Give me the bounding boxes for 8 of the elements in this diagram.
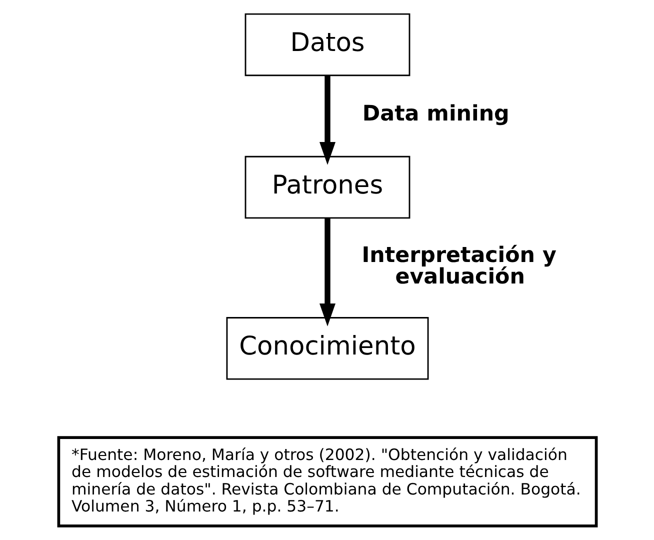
node-box: Patrones xyxy=(244,156,410,219)
node-box: *Fuente: Moreno, María y otros (2002). "Obtención y validación de modelos de estimación de software mediante técnicas de minería de datos". Revista Colombiana de Computación. Bogotá. Volumen 3, Número 1, p.p. 53–71. xyxy=(56,436,598,528)
edge-label: Data mining xyxy=(362,101,509,126)
node-box: Datos xyxy=(244,13,410,76)
node-box: Conocimiento xyxy=(226,317,428,380)
edge-label: Interpretación y evaluación xyxy=(361,243,556,290)
arrow xyxy=(318,76,336,165)
arrow xyxy=(318,218,336,326)
